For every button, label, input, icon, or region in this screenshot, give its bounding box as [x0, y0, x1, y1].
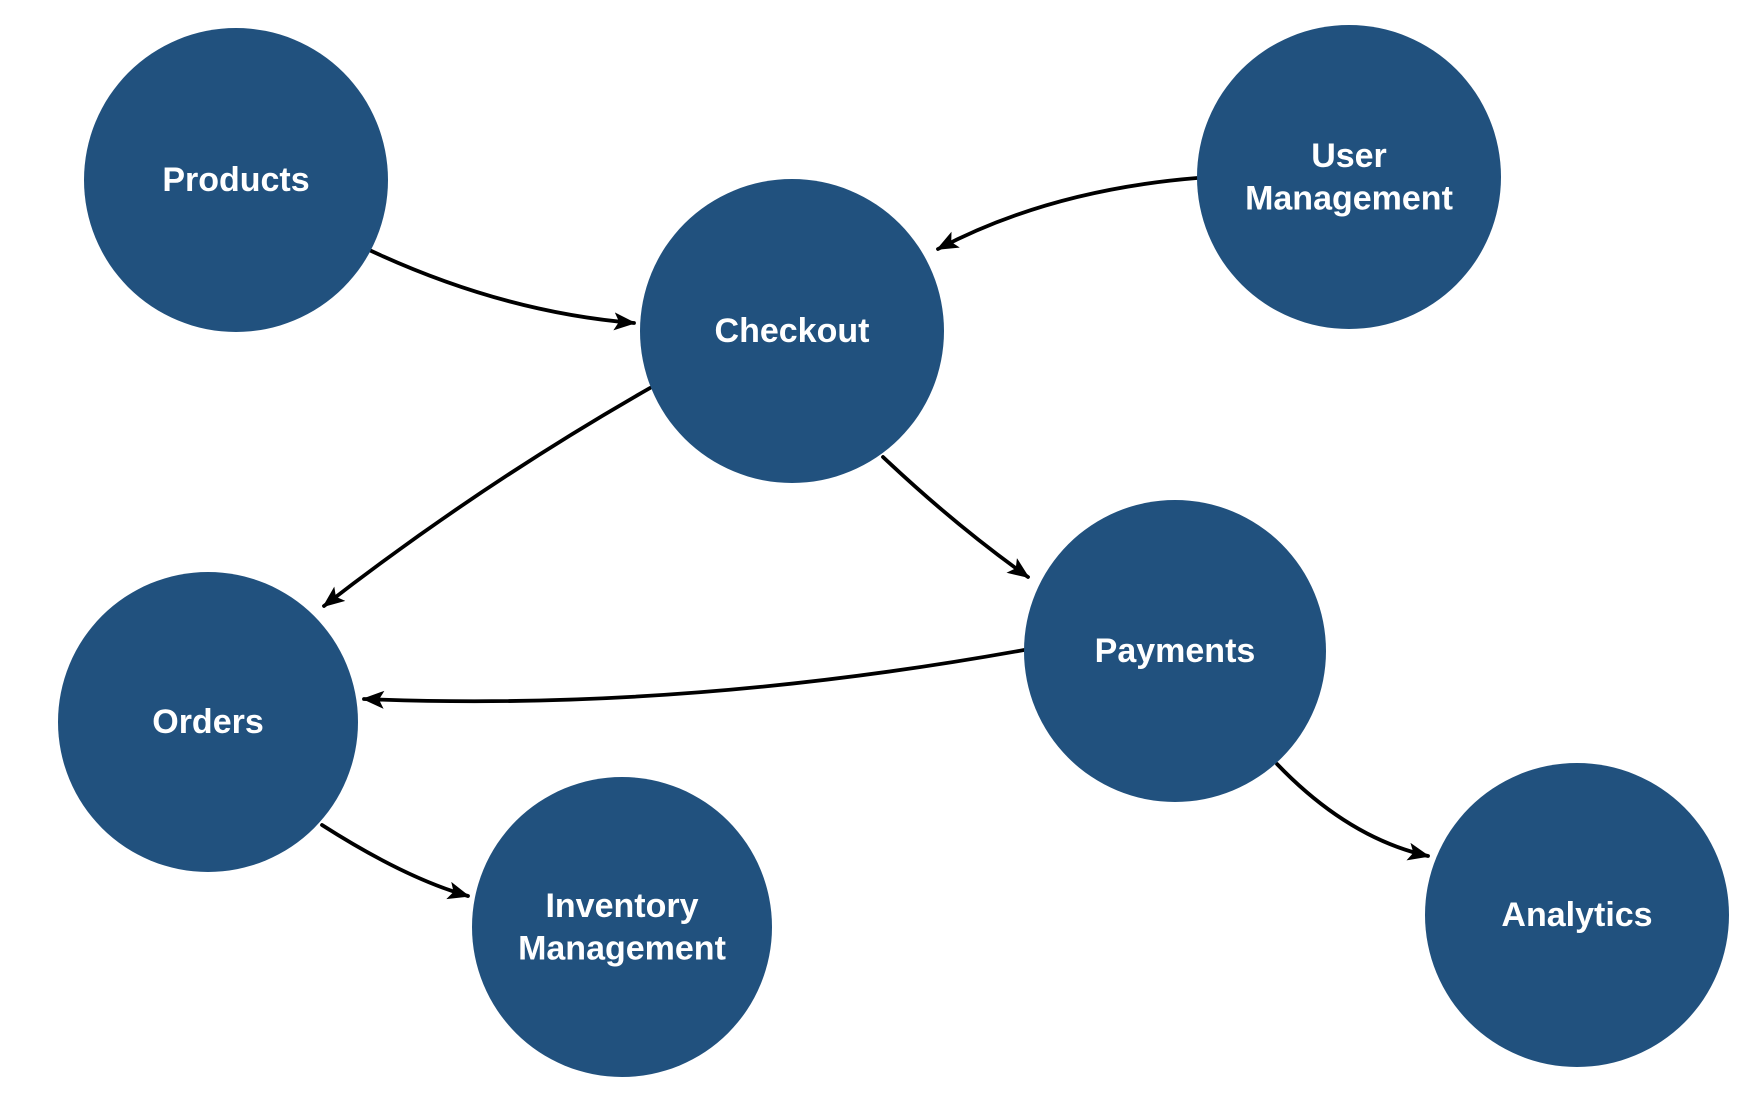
edge-checkout-to-orders: [322, 386, 652, 608]
node-analytics-label: Analytics: [1501, 896, 1652, 934]
edge-user-management-to-checkout: [936, 176, 1199, 251]
node-orders: Orders: [58, 572, 358, 872]
node-inventory-management-circle: [472, 777, 772, 1077]
node-products-circle: [84, 28, 388, 332]
edge-payments-to-analytics: [1275, 762, 1430, 861]
node-payments: Payments: [1024, 500, 1326, 802]
node-user-management-circle: [1197, 25, 1501, 329]
node-orders-circle: [58, 572, 358, 872]
node-payments-label: Payments: [1095, 632, 1256, 670]
node-products-label: Products: [162, 161, 309, 199]
node-checkout: Checkout: [640, 179, 944, 483]
edge-payments-to-orders: [362, 648, 1026, 709]
edge-checkout-to-payments: [881, 455, 1030, 579]
node-checkout-label: Checkout: [715, 312, 870, 350]
node-payments-circle: [1024, 500, 1326, 802]
edge-products-to-checkout: [363, 246, 636, 331]
edge-orders-to-inventory-management: [320, 823, 470, 900]
node-analytics-circle: [1425, 763, 1729, 1067]
node-products: Products: [84, 28, 388, 332]
node-analytics: Analytics: [1425, 763, 1729, 1067]
edges-layer: [320, 176, 1430, 900]
node-checkout-circle: [640, 179, 944, 483]
node-orders-label: Orders: [152, 703, 264, 741]
